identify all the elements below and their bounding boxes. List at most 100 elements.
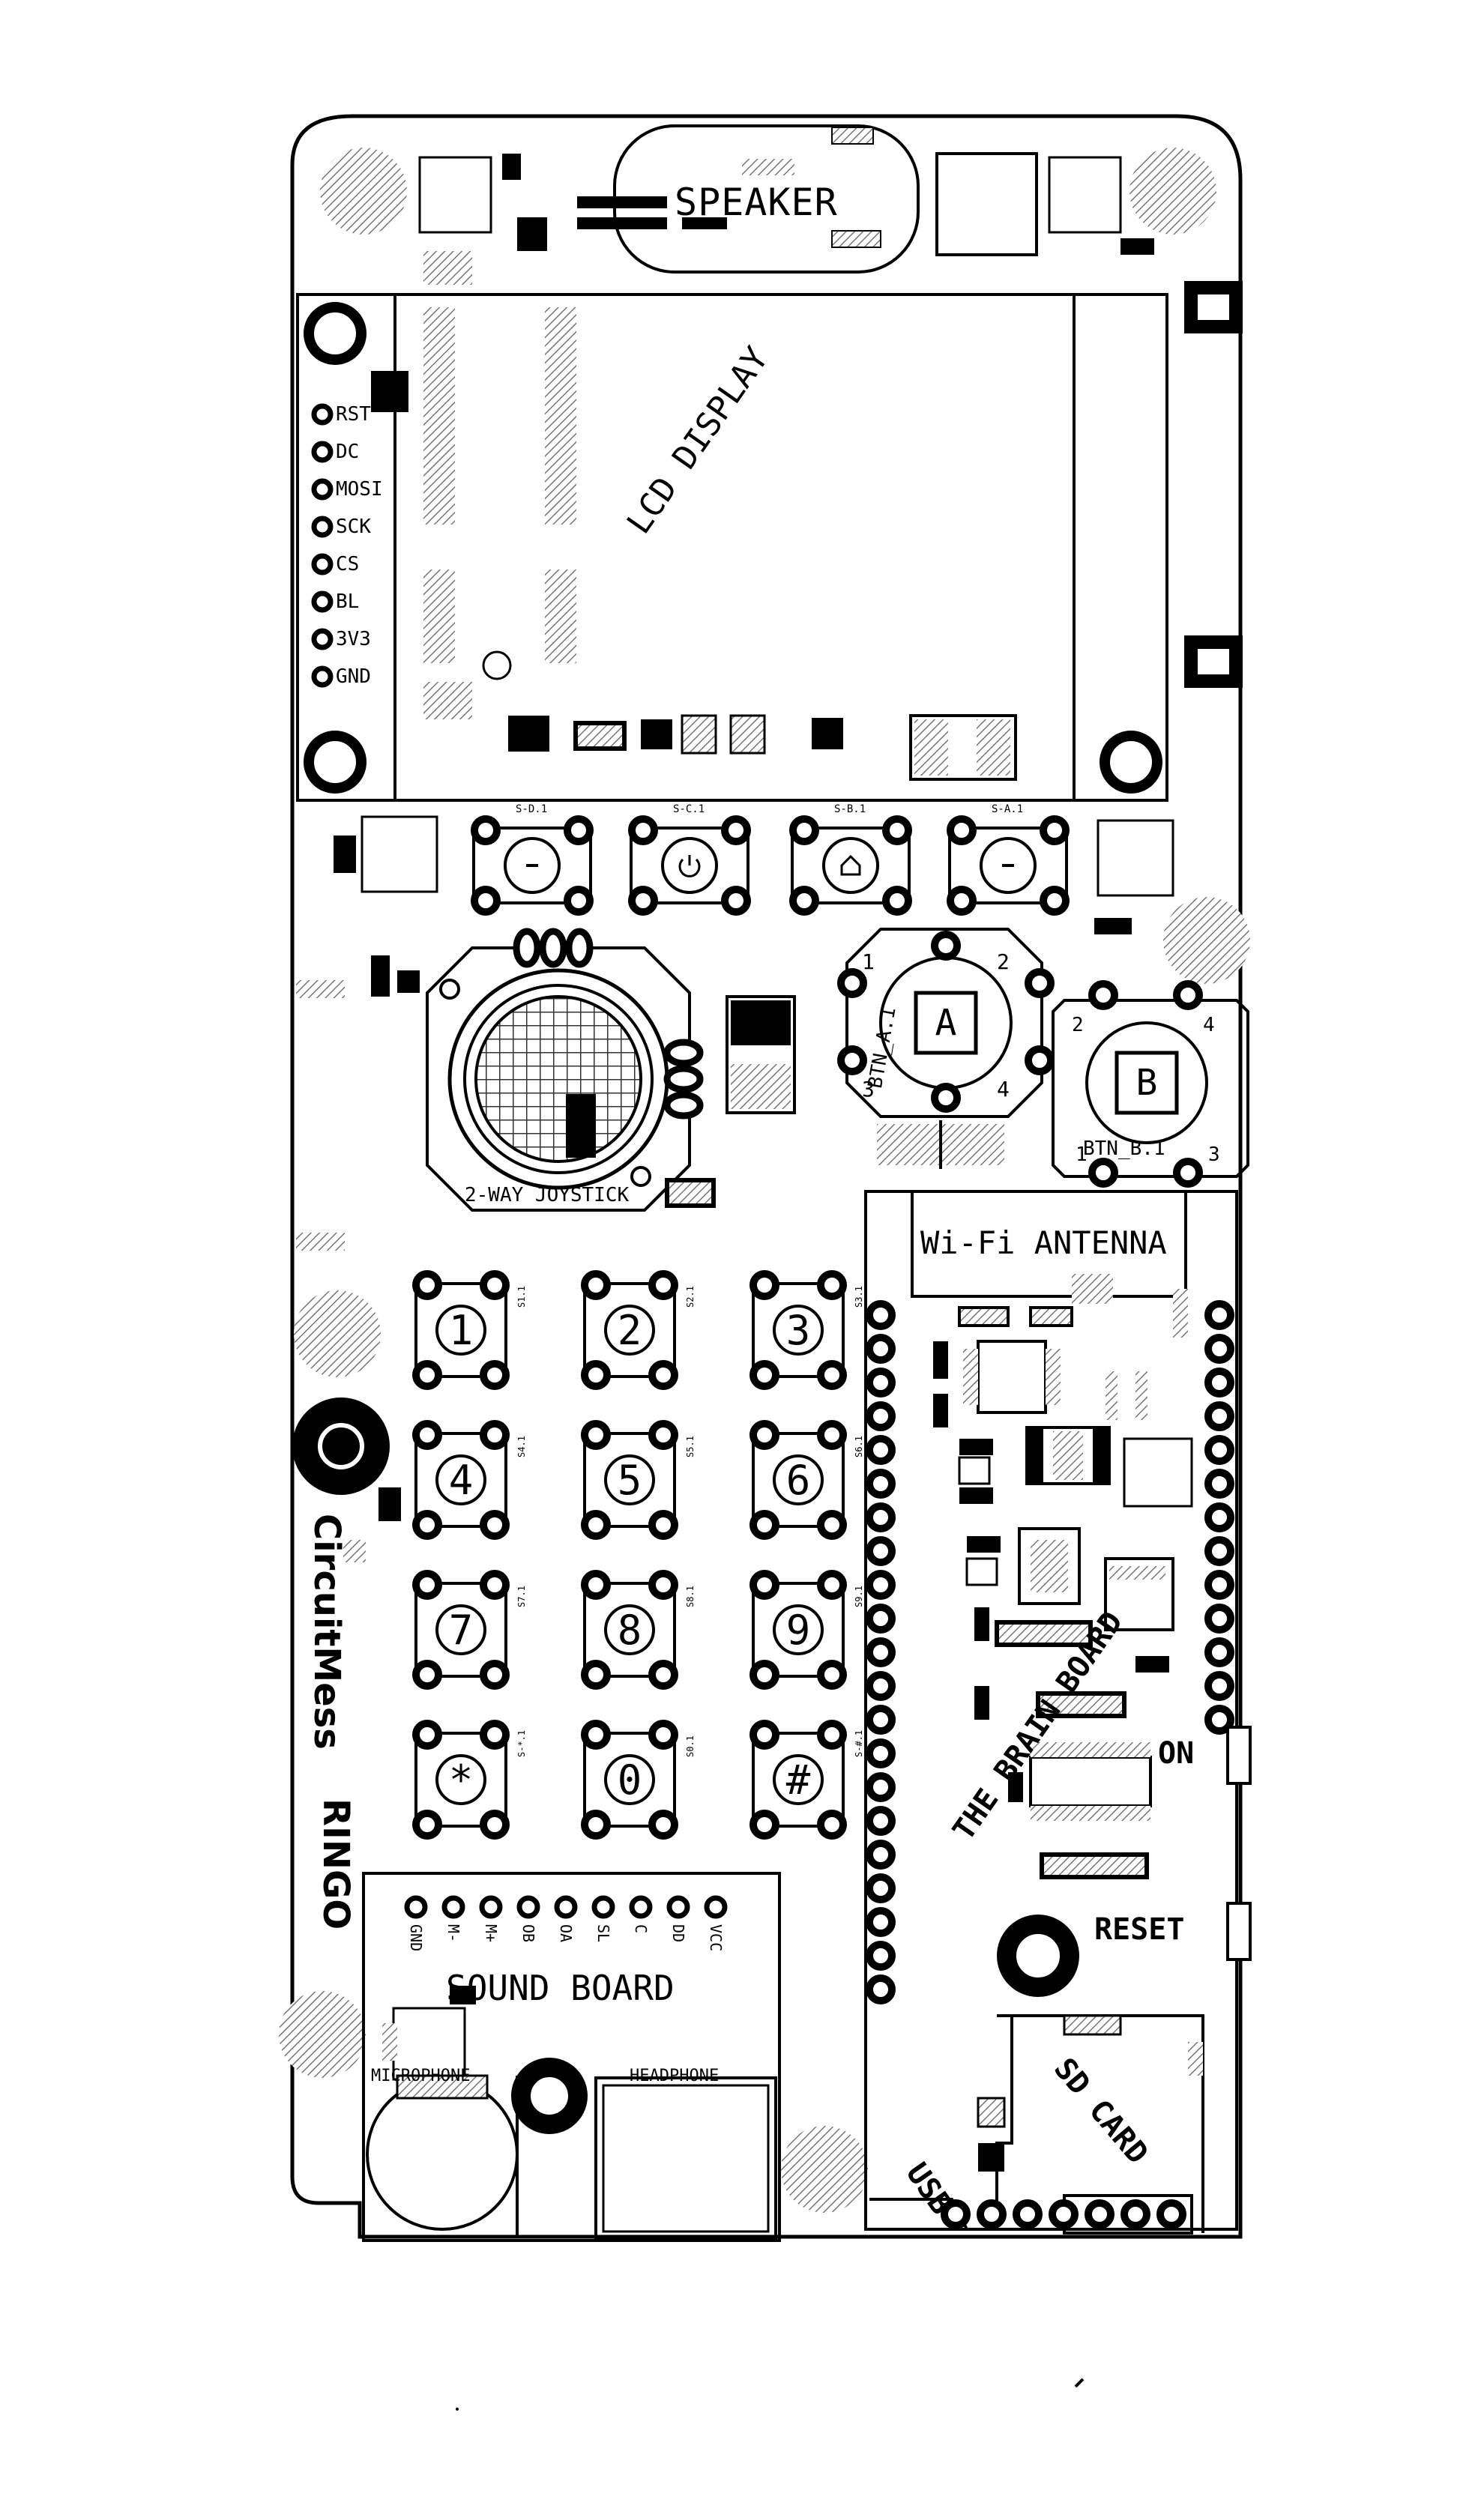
smd-pad <box>1104 1557 1174 1631</box>
speaker-pad <box>831 230 881 248</box>
keypad-key-outline <box>752 1732 845 1828</box>
nav-button-cap <box>822 837 879 894</box>
joystick-cap <box>474 995 642 1163</box>
keypad-key-pad <box>581 1660 611 1690</box>
joystick-pin <box>663 1091 704 1120</box>
joystick-pin <box>513 928 541 968</box>
microphone-outline <box>366 2078 519 2231</box>
smd-pad <box>334 836 356 873</box>
nav-buttons <box>471 815 1070 916</box>
keypad-key-ref: S6.1 <box>854 1436 864 1457</box>
nav-button-pad <box>564 886 594 916</box>
mounting-hole <box>1129 148 1216 235</box>
keypad-key-9: 9 <box>785 1606 811 1654</box>
keypad-key-cap <box>604 1454 655 1505</box>
keypad-key-pad <box>412 1660 442 1690</box>
brain-pin-right <box>1204 1334 1234 1364</box>
ic-outline <box>418 156 492 234</box>
brain-pin-left <box>866 1671 896 1701</box>
smd-pad <box>729 714 766 755</box>
smd-pad <box>1072 1274 1113 1304</box>
sound-pin-label: M- <box>444 1924 462 1943</box>
keypad-key-pad <box>480 1270 510 1300</box>
brain-pin-left <box>866 1772 896 1802</box>
keypad-key-ref: S0.1 <box>685 1735 696 1757</box>
keypad-key-pad <box>412 1570 442 1600</box>
nav-button-cap <box>980 837 1037 894</box>
smd-pad <box>959 1487 993 1504</box>
keypad-key-pad <box>412 1360 442 1390</box>
ic-outline <box>1123 1437 1193 1508</box>
keypad-key-5: 5 <box>617 1456 642 1504</box>
on-switch[interactable] <box>1226 1726 1252 1785</box>
nav-button-ref: S-D.1 <box>516 803 548 815</box>
smd-pad <box>573 721 627 751</box>
brain-pin-left <box>866 1873 896 1903</box>
ic-core <box>1031 1540 1068 1592</box>
smd-pad <box>1040 1852 1149 1879</box>
brain-bottom-pin <box>1049 2199 1079 2229</box>
nav-button-pad <box>882 886 912 916</box>
smd-pad <box>1008 1772 1023 1802</box>
sound-pin-label: GND <box>407 1924 425 1952</box>
capacitor-pad <box>731 1064 791 1109</box>
smd-pad <box>641 719 672 749</box>
sd-card-pad <box>1063 2014 1122 2036</box>
smd-pad <box>296 1233 345 1251</box>
button-b-pad <box>1088 1158 1118 1188</box>
keypad-key-outline <box>752 1432 845 1528</box>
capacitor <box>726 995 796 1114</box>
smd-pad <box>343 1540 366 1562</box>
keypad-key-pad <box>749 1720 779 1750</box>
keypad-key-8: 8 <box>617 1606 642 1654</box>
nav-button-pad <box>882 815 912 845</box>
sound-board-outline <box>362 1872 781 2242</box>
reset-button-hole[interactable] <box>997 1915 1079 1997</box>
antenna-outline <box>911 1190 1187 1298</box>
microphone-label: MICROPHONE <box>371 2067 471 2085</box>
keypad-key-pad <box>648 1570 678 1600</box>
lcd-pin-pad <box>311 665 334 688</box>
brain-pin-left <box>866 1604 896 1634</box>
button-b-pad <box>1173 1158 1203 1188</box>
ic-pins <box>963 1349 978 1405</box>
brain-pin-left <box>866 1536 896 1566</box>
brain-pin-right <box>1204 1536 1234 1566</box>
keypad-key-pad <box>817 1420 847 1450</box>
brain-pin-right <box>1204 1637 1234 1667</box>
nav-button-pad <box>947 815 977 845</box>
ic-outline <box>1097 819 1174 897</box>
button-b-outline <box>1052 999 1249 1178</box>
brain-pin-left <box>866 1907 896 1937</box>
joystick-ring <box>463 984 654 1174</box>
keypad-key-pad <box>581 1810 611 1840</box>
lcd-pin-label: CS <box>336 553 360 575</box>
smd-pad <box>967 1536 1001 1553</box>
keypad-key-2: 2 <box>617 1306 642 1354</box>
sound-board-title: SOUND BOARD <box>446 1968 675 2008</box>
lcd-pin-label: MOSI <box>336 478 383 501</box>
keypad-key-6: 6 <box>785 1456 811 1504</box>
keypad-key-pad <box>412 1510 442 1540</box>
mark <box>456 2408 459 2411</box>
keypad-key-pad <box>749 1270 779 1300</box>
button-b-pad <box>1173 980 1203 1010</box>
keypad-key-pad <box>412 1420 442 1450</box>
brain-pin-right <box>1204 1502 1234 1532</box>
keypad-key-outline <box>414 1282 507 1378</box>
lcd-outline <box>296 293 1168 802</box>
smd-pad <box>1120 238 1154 255</box>
nav-button-cap <box>661 837 718 894</box>
mounting-hole <box>320 148 407 235</box>
sound-pin-label: OA <box>557 1924 575 1943</box>
keypad-key-pad <box>581 1570 611 1600</box>
brain-pin-right <box>1204 1401 1234 1431</box>
brand-company: CircuitMess <box>306 1514 348 1750</box>
nav-button-outline <box>630 827 749 904</box>
keypad-key-pad <box>480 1360 510 1390</box>
keypad-key-pad <box>480 1660 510 1690</box>
reset-switch[interactable] <box>1226 1902 1252 1961</box>
brain-pin-left <box>866 1401 896 1431</box>
nav-button-pad <box>721 886 751 916</box>
